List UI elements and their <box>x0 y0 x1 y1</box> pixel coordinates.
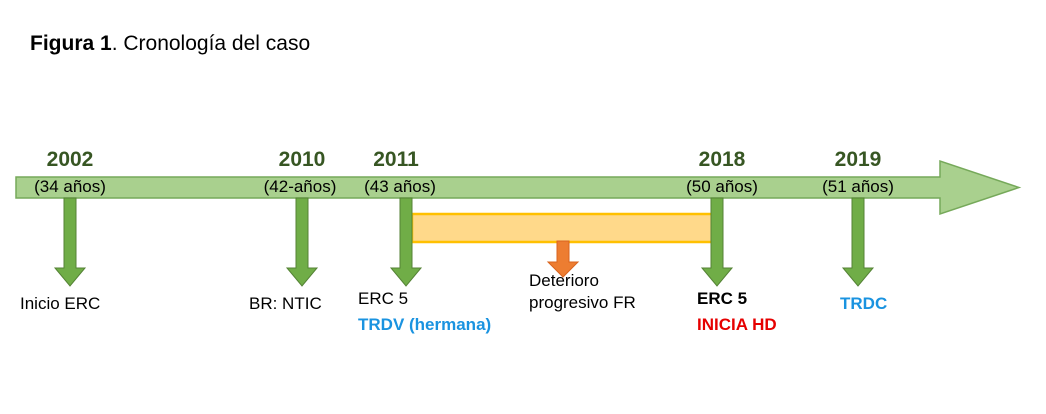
drop-arrow-2019 <box>841 197 875 287</box>
figure-title-number: Figura 1 <box>30 32 112 55</box>
drop-arrow-2002 <box>53 197 87 287</box>
event-line: BR: NTIC <box>249 294 322 313</box>
event-caption-2019: TRDC <box>840 293 887 315</box>
span-band-2011-2018 <box>410 212 718 244</box>
year-label-2018: 2018 <box>698 148 746 171</box>
event-line: progresivo FR <box>529 293 636 312</box>
drop-arrow-2018 <box>700 197 734 287</box>
event-line: INICIA HD <box>697 315 777 334</box>
event-line: Inicio ERC <box>20 294 101 313</box>
figure-title: Figura 1. Cronología del caso <box>30 30 310 58</box>
drop-arrow-2011 <box>389 197 423 287</box>
age-label-2002: (34 años) <box>34 177 106 196</box>
figure-title-text: . Cronología del caso <box>111 32 311 55</box>
span-band-down-arrow <box>546 240 580 278</box>
event-caption-2011: ERC 5 TRDV (hermana) <box>358 288 491 336</box>
event-line: TRDC <box>840 294 888 313</box>
event-line: Deterioro <box>529 271 599 290</box>
event-line: ERC 5 <box>358 289 409 308</box>
event-caption-2010: BR: NTIC <box>249 293 322 315</box>
timeline-axis-arrow <box>15 159 1022 216</box>
year-label-2002: 2002 <box>46 148 94 171</box>
year-label-2019: 2019 <box>834 148 882 171</box>
drop-arrow-2010 <box>285 197 319 287</box>
year-label-2010: 2010 <box>278 148 326 171</box>
age-label-2019: (51 años) <box>822 177 894 196</box>
event-line: TRDV (hermana) <box>358 315 492 334</box>
age-label-2011: (43 años) <box>364 177 436 196</box>
event-line: ERC 5 <box>697 289 748 308</box>
event-caption-span-band: Deterioro progresivo FR <box>529 270 636 314</box>
age-label-2018: (50 años) <box>686 177 758 196</box>
event-caption-2018: ERC 5 INICIA HD <box>697 288 777 336</box>
age-label-2010: (42-años) <box>263 177 337 196</box>
event-caption-2002: Inicio ERC <box>20 293 100 315</box>
year-label-2011: 2011 <box>373 148 419 171</box>
